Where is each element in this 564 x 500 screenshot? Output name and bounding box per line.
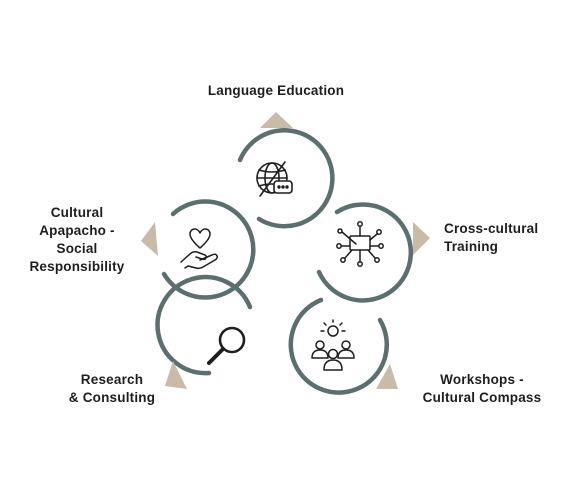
label-language-education: Language Education: [207, 83, 345, 98]
label-research: Research & Consulting: [68, 372, 156, 405]
globe-chat-icon: [256, 161, 293, 197]
arrow-language-education: [260, 112, 293, 128]
heart-hand-icon: [180, 228, 218, 270]
group-idea-icon: [311, 319, 355, 371]
arrow-workshops: [376, 364, 398, 389]
arrow-cultural-apapacho: [141, 222, 158, 256]
arrow-cross-cultural-training: [413, 222, 430, 255]
ring-cross-cultural-training: [316, 202, 414, 303]
magnifier-icon: [207, 326, 246, 365]
label-cultural-apapacho: Cultural Apapacho - Social Responsibilit…: [29, 205, 125, 274]
ring-cultural-apapacho: [161, 199, 256, 300]
label-workshops: Workshops - Cultural Compass: [422, 372, 542, 405]
ring-workshops: [288, 297, 389, 395]
ring-language-education: [237, 128, 335, 229]
network-presentation-icon: [336, 221, 384, 267]
ring-research: [155, 274, 253, 376]
label-cross-cultural-training: Cross-cultural Training: [444, 221, 539, 254]
arrow-research: [165, 361, 187, 389]
